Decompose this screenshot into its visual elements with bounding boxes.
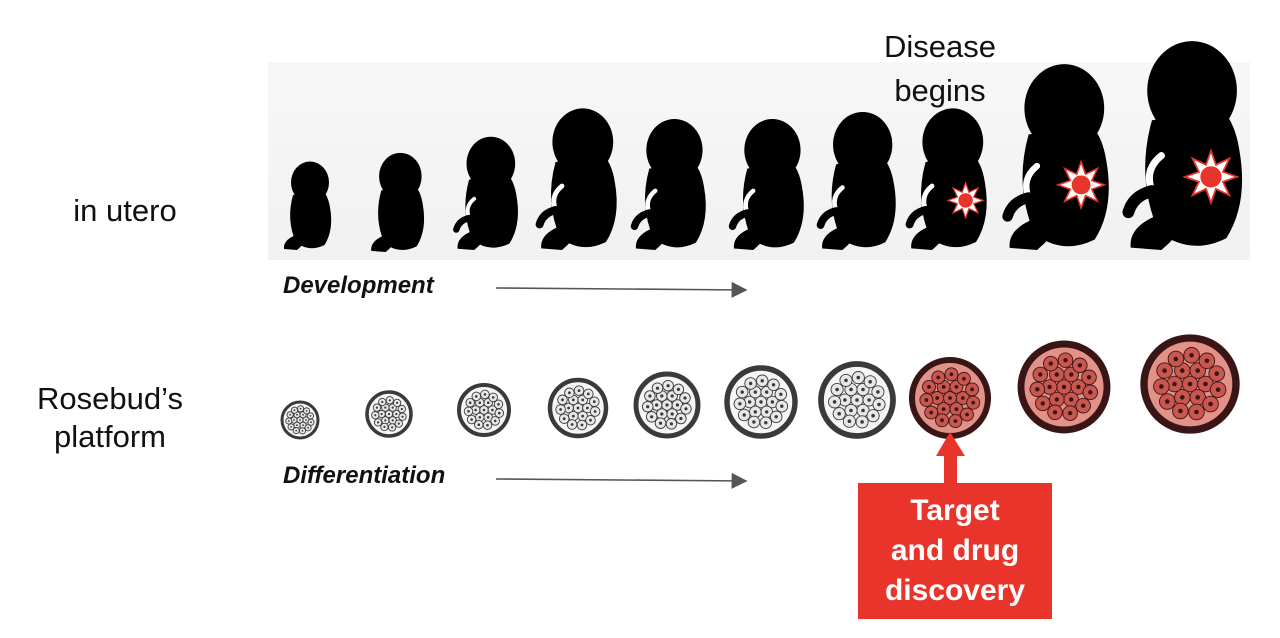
organoid-icon (818, 361, 896, 439)
organoid-icon (724, 365, 798, 439)
embryo-silhouette-icon (816, 111, 896, 250)
organoid-icon (1017, 340, 1111, 434)
target-line-3: discovery (884, 574, 1026, 607)
differentiation-arrow-icon (495, 472, 748, 489)
organoid-icon (633, 371, 701, 439)
development-label: Development (283, 272, 434, 299)
organoid-icon (457, 383, 511, 437)
organoid-icon (1140, 334, 1240, 434)
organoid-icon (547, 377, 609, 439)
organoid-sequence (280, 334, 1240, 440)
organoid-icon (365, 390, 413, 438)
disease-star-icon (1055, 159, 1107, 211)
organoid-icon (280, 400, 320, 440)
target-drug-discovery-box: Target and drug discovery (858, 483, 1052, 619)
disease-star-icon (1182, 148, 1240, 206)
embryo-silhouette-icon (630, 119, 706, 250)
disease-begins-label: Disease begins (884, 29, 996, 108)
differentiation-label: Differentiation (283, 462, 446, 489)
organoid-icon (908, 356, 992, 440)
embryo-sequence (283, 41, 1243, 252)
embryo-silhouette-icon (905, 108, 987, 250)
embryo-silhouette-icon (453, 136, 518, 251)
embryo-silhouette-icon (535, 108, 617, 250)
target-line-1: Target (910, 494, 1000, 527)
target-line-2: and drug (890, 534, 1020, 567)
platform-label: Rosebud’s platform (37, 381, 183, 454)
development-arrow-icon (495, 281, 748, 298)
disease-star-icon (946, 181, 985, 220)
embryo-silhouette-icon (1122, 41, 1243, 251)
embryo-silhouette-icon (371, 152, 425, 252)
embryo-silhouette-icon (1002, 64, 1109, 250)
embryo-silhouette-icon (283, 161, 332, 250)
in-utero-label: in utero (73, 193, 177, 228)
arrow-up-icon (936, 432, 965, 484)
embryo-silhouette-icon (728, 119, 804, 250)
